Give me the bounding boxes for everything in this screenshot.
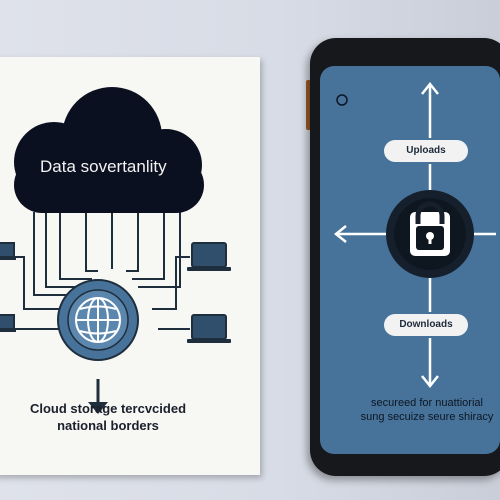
arrow-up-icon [421, 81, 439, 95]
laptop-icon-right-top [187, 242, 231, 271]
diagram-card: Data sovertanlity Cloud storage tercvcid… [0, 57, 260, 475]
cloud-title: Data sovertanlity [40, 157, 167, 176]
diagram-caption: Cloud storage tercvcided national border… [8, 400, 208, 434]
arrow-down-icon [421, 375, 439, 389]
laptop-icon-right-bottom [187, 314, 231, 343]
downloads-label[interactable]: Downloads [384, 314, 468, 336]
laptop-icon-left-bottom [0, 314, 16, 332]
arrow-left-icon [333, 225, 347, 243]
phone-screen: Uploads Downloads secureed for nuattiori… [320, 66, 500, 454]
screen-graphic [333, 81, 496, 389]
caption-line-2: national borders [57, 418, 159, 433]
footer-line-1: secureed for nuattiorial [371, 397, 483, 409]
cloud-icon [14, 87, 204, 213]
connection-lines [8, 212, 190, 330]
status-circle-icon [336, 94, 348, 106]
diagram-graphic [0, 87, 231, 414]
phone-side-button [306, 80, 311, 130]
lock-icon [386, 190, 474, 278]
footer-line-2: sung secuize seure shiracy [360, 411, 494, 423]
caption-line-1: Cloud storage tercvcided [29, 401, 187, 416]
arrow-down-icon [88, 379, 108, 414]
laptop-icon-left-top [0, 242, 16, 260]
uploads-label[interactable]: Uploads [384, 140, 468, 162]
security-footer-text: secureed for nuattiorial sung secuize se… [342, 396, 500, 424]
globe-icon [57, 279, 139, 361]
